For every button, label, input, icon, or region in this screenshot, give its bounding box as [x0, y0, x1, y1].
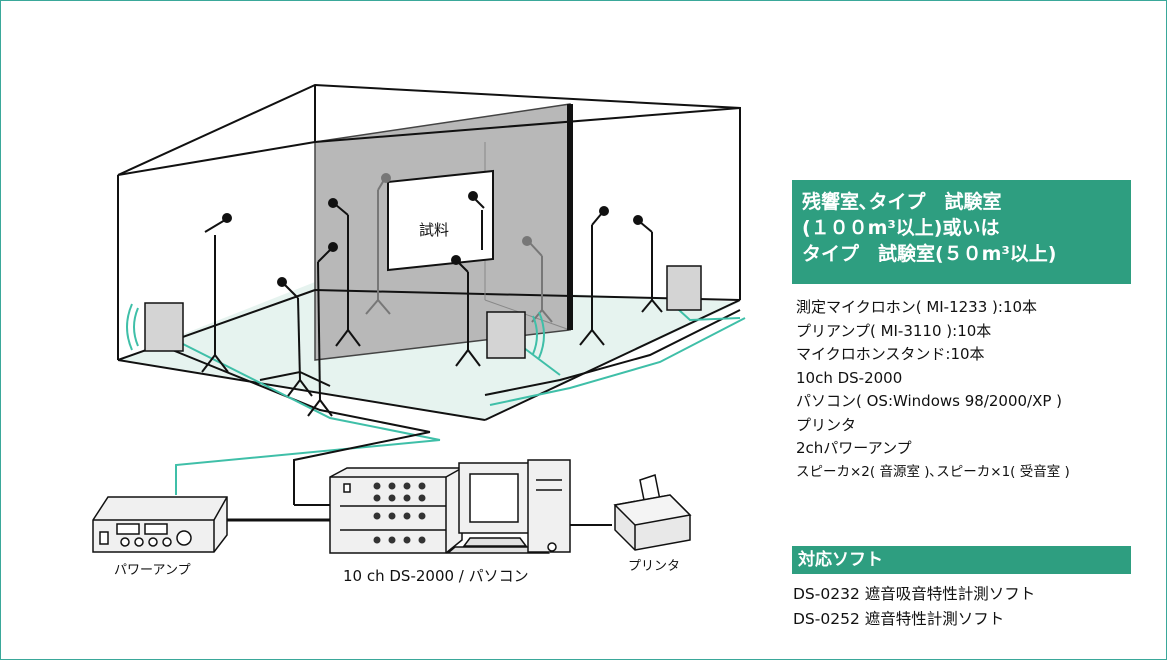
equipment-item: 10ch DS-2000	[796, 368, 903, 387]
mic-stand	[328, 198, 361, 347]
printer-label: プリンタ	[628, 559, 681, 574]
room-spec-heading: 残響室､タイプ 試験室 (１００m³以上)或いは タイプ 試験室(５０m³以上)	[792, 180, 1131, 284]
sample-panel	[387, 169, 494, 272]
printer-device	[613, 474, 692, 551]
mic-stand	[307, 242, 338, 417]
mic-stand	[633, 215, 663, 313]
speaker	[486, 311, 545, 359]
mic-stand	[468, 191, 485, 250]
mic-stand	[201, 213, 232, 373]
mic-stands	[201, 173, 663, 417]
room-spec-line: タイプ 試験室(５０m³以上)	[802, 243, 1057, 265]
equipment-item: 測定マイクロホン( MI-1233 ):10本	[796, 298, 1038, 316]
sample-label: 試料	[419, 221, 450, 239]
mic-stand	[365, 173, 391, 315]
equipment-list: 測定マイクロホン( MI-1233 ):10本 プリアンプ( MI-3110 )…	[796, 296, 1070, 484]
room-floor	[118, 282, 740, 420]
equipment-item: プリンタ	[796, 415, 857, 434]
equipment-cables	[175, 431, 612, 526]
power-amp-device	[92, 496, 228, 553]
software-list: DS-0232 遮音吸音特性計測ソフト DS-0252 遮音特性計測ソフト	[793, 582, 1035, 632]
room-spec-line: 残響室､タイプ 試験室	[802, 191, 1002, 213]
speaker	[126, 302, 184, 352]
pc-device	[445, 459, 571, 554]
equipment-item: 2chパワーアンプ	[796, 439, 912, 457]
equipment-item: スピーカ×2( 音源室 )､スピーカ×1( 受音室 )	[796, 463, 1070, 480]
equipment-item: プリアンプ( MI-3110 ):10本	[796, 321, 992, 340]
mic-stand	[579, 206, 609, 346]
power-amp-label: パワーアンプ	[114, 563, 191, 578]
room-spec-line: (１００m³以上)或いは	[802, 217, 1000, 239]
speaker	[666, 265, 702, 311]
ds-2000-device	[329, 467, 463, 554]
software-heading: 対応ソフト	[792, 546, 1131, 574]
software-item: DS-0232 遮音吸音特性計測ソフト	[793, 585, 1036, 603]
mic-stand	[451, 255, 481, 367]
equipment-item: マイクロホンスタンド:10本	[796, 345, 985, 363]
mic-stand	[277, 277, 313, 397]
software-item: DS-0252 遮音特性計測ソフト	[793, 610, 1005, 628]
equipment-item: パソコン( OS:Windows 98/2000/XP )	[796, 392, 1063, 410]
mic-stand	[522, 236, 553, 323]
ds-pc-label: 10 ch DS-2000 / パソコン	[343, 567, 529, 585]
